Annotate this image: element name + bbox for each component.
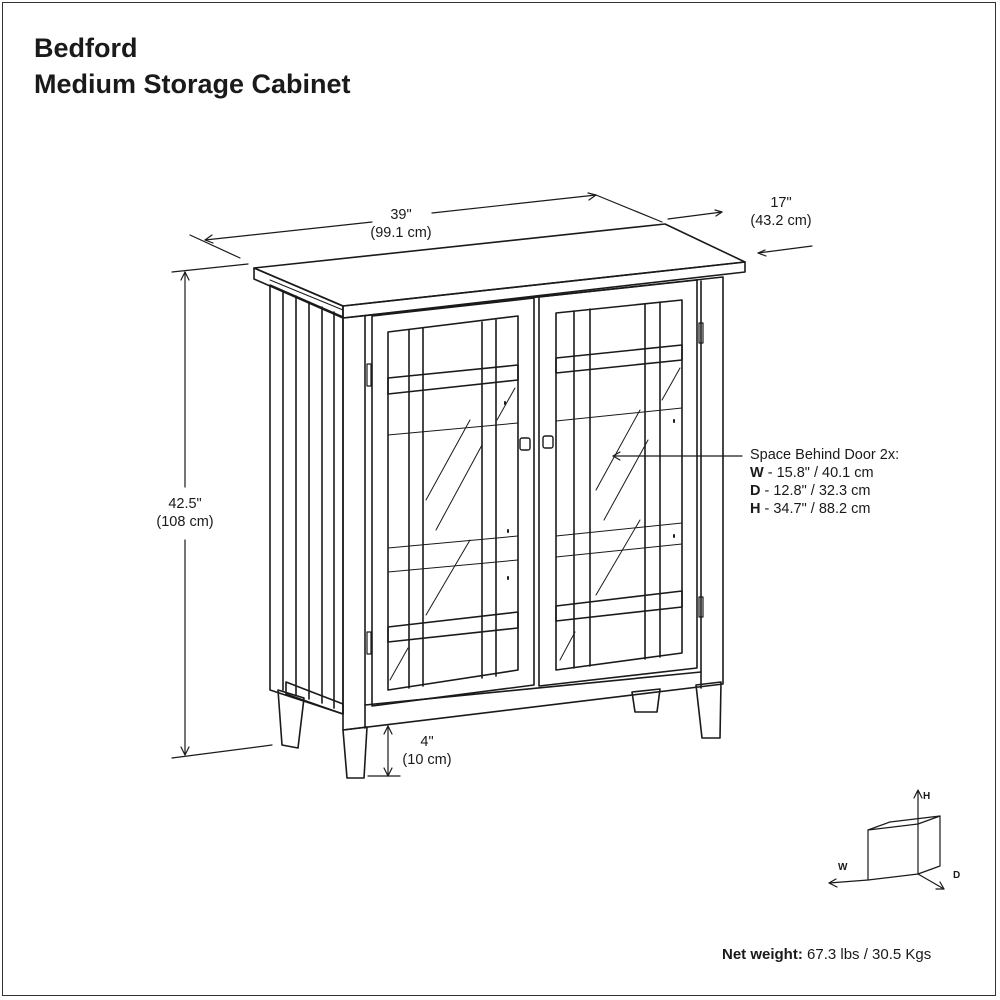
depth-imperial: 17"	[770, 195, 792, 211]
space-note-row-w: W - 15.8" / 40.1 cm	[750, 465, 874, 481]
height-metric: (108 cm)	[156, 514, 214, 530]
width-dimension-line	[189, 192, 663, 259]
cabinet-legs	[277, 681, 722, 779]
leg-imperial: 4"	[420, 734, 434, 750]
leg-metric: (10 cm)	[402, 752, 452, 768]
height-dimension-line	[171, 263, 273, 759]
axis-label-d: D	[953, 870, 961, 881]
axis-label-h: H	[923, 791, 931, 802]
depth-label: 17" (43.2 cm)	[736, 194, 826, 230]
leg-label: 4" (10 cm)	[392, 733, 462, 769]
depth-dimension-line	[667, 209, 813, 257]
cabinet-top	[253, 223, 746, 319]
cabinet-side-panel	[269, 284, 344, 715]
right-door	[538, 279, 698, 687]
title-line-2: Medium Storage Cabinet	[34, 69, 351, 99]
axis-label-w: W	[838, 862, 848, 873]
page-title: Bedford Medium Storage Cabinet	[34, 30, 351, 102]
width-metric: (99.1 cm)	[370, 225, 432, 241]
door-knobs	[519, 435, 554, 451]
space-note-row-h: H - 34.7" / 88.2 cm	[750, 501, 871, 517]
space-note-pointer	[612, 451, 743, 461]
space-behind-door-note: Space Behind Door 2x: W - 15.8" / 40.1 c…	[750, 446, 899, 518]
title-line-1: Bedford	[34, 33, 138, 63]
axis-cube-icon	[828, 789, 945, 890]
hinges	[366, 322, 704, 655]
net-weight-label: Net weight:	[722, 946, 803, 963]
depth-metric: (43.2 cm)	[750, 213, 812, 229]
leg-dimension-line	[367, 725, 401, 777]
width-imperial: 39"	[390, 207, 412, 223]
left-door	[371, 297, 535, 707]
space-note-heading: Space Behind Door 2x:	[750, 447, 900, 463]
net-weight: Net weight: 67.3 lbs / 30.5 Kgs	[722, 946, 931, 963]
width-label: 39" (99.1 cm)	[356, 206, 446, 242]
height-imperial: 42.5"	[168, 496, 202, 512]
height-label: 42.5" (108 cm)	[140, 495, 230, 531]
space-note-row-d: D - 12.8" / 32.3 cm	[750, 483, 871, 499]
net-weight-value: 67.3 lbs / 30.5 Kgs	[802, 946, 932, 963]
